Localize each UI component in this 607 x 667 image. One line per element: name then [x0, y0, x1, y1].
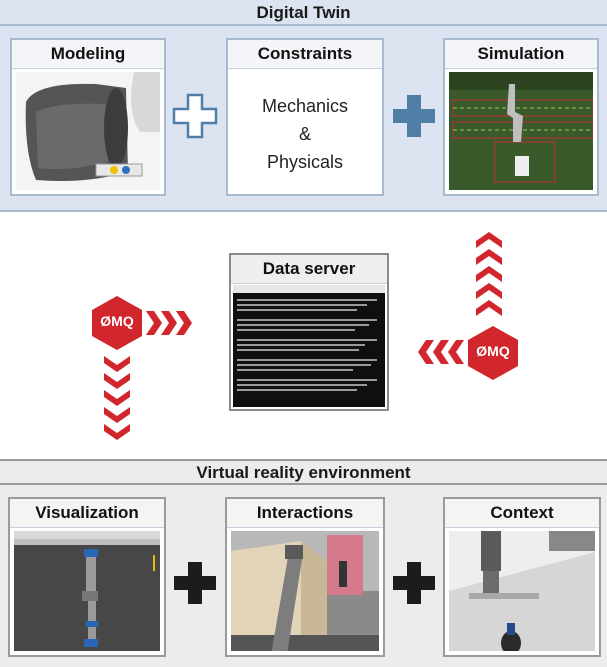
interactions-box: Interactions: [225, 497, 385, 657]
plus-black-icon: [174, 562, 216, 604]
constraints-title: Constraints: [228, 40, 382, 69]
digital-twin-title: Digital Twin: [256, 3, 351, 22]
interactions-title: Interactions: [227, 499, 383, 528]
chevrons-left-icon: [418, 340, 464, 364]
visualization-box: Visualization: [8, 497, 166, 657]
constraints-text: Mechanics & Physicals: [232, 92, 378, 190]
modeling-title: Modeling: [12, 40, 164, 69]
visualization-title: Visualization: [10, 499, 164, 528]
constraints-box: Constraints Mechanics & Physicals: [226, 38, 384, 196]
constraints-line-and: &: [298, 124, 311, 144]
terminal-window: [233, 285, 385, 407]
context-box: Context: [443, 497, 601, 657]
zmq-right-label: ØMQ: [476, 343, 510, 359]
modeling-image: [16, 72, 160, 190]
zmq-right-logo: ØMQ: [464, 324, 522, 382]
vr-title: Virtual reality environment: [196, 463, 411, 482]
data-server-title: Data server: [231, 255, 387, 284]
zmq-left-label: ØMQ: [100, 313, 134, 329]
chevrons-right-icon: [146, 311, 192, 335]
zmq-left-logo: ØMQ: [88, 294, 146, 352]
visualization-image: [14, 531, 160, 651]
simulation-image: [449, 72, 593, 190]
context-image: [449, 531, 595, 651]
digital-twin-band: Digital Twin: [0, 0, 607, 26]
constraints-line-physicals: Physicals: [266, 152, 344, 172]
plus-outline-icon: [172, 93, 218, 139]
simulation-box: Simulation: [443, 38, 599, 196]
chevrons-up-icon: [476, 232, 502, 316]
plus-solid-icon: [393, 95, 435, 137]
constraints-line-mechanics: Mechanics: [261, 96, 349, 116]
plus-black-icon-2: [393, 562, 435, 604]
interactions-image: [231, 531, 379, 651]
vr-band: Virtual reality environment: [0, 459, 607, 485]
modeling-box: Modeling: [10, 38, 166, 196]
simulation-title: Simulation: [445, 40, 597, 69]
data-server-box: Data server: [229, 253, 389, 411]
chevrons-down-icon: [104, 356, 130, 440]
context-title: Context: [445, 499, 599, 528]
